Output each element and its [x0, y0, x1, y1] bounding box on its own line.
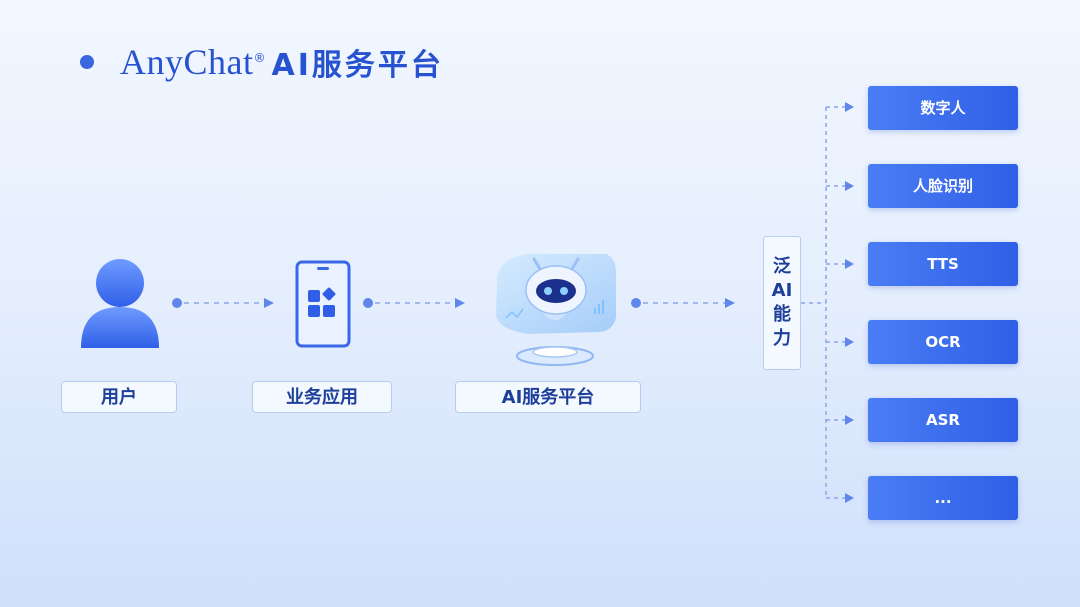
capability-char: 能	[773, 304, 791, 325]
capability-char: 泛	[773, 256, 791, 277]
title-text: AI服务平台	[271, 48, 444, 83]
service-more: ...	[868, 476, 1018, 520]
ai-platform-label: AI服务平台	[455, 381, 641, 413]
business-app-label: 业务应用	[252, 381, 392, 413]
ai-robot-icon	[496, 254, 616, 366]
pan-ai-capability-box: 泛 AI 能 力	[763, 236, 801, 370]
connector-app-platform	[363, 298, 465, 308]
service-tts: TTS	[868, 242, 1018, 286]
user-label: 用户	[61, 381, 177, 413]
service-ocr: OCR	[868, 320, 1018, 364]
service-face-recognition: 人脸识别	[868, 164, 1018, 208]
user-icon	[81, 259, 159, 348]
brand-name: AnyChat	[120, 42, 254, 82]
registered-mark: ®	[253, 51, 266, 65]
title-bullet-icon	[80, 55, 94, 69]
connector-user-app	[172, 298, 274, 308]
capability-char: AI	[771, 280, 793, 301]
service-asr: ASR	[868, 398, 1018, 442]
connector-capability-services	[801, 102, 854, 503]
capability-char: 力	[773, 328, 791, 349]
page-title: AnyChat ® AI服务平台	[80, 40, 444, 84]
service-digital-human: 数字人	[868, 86, 1018, 130]
connector-platform-capability	[631, 298, 735, 308]
phone-app-icon	[295, 260, 351, 348]
